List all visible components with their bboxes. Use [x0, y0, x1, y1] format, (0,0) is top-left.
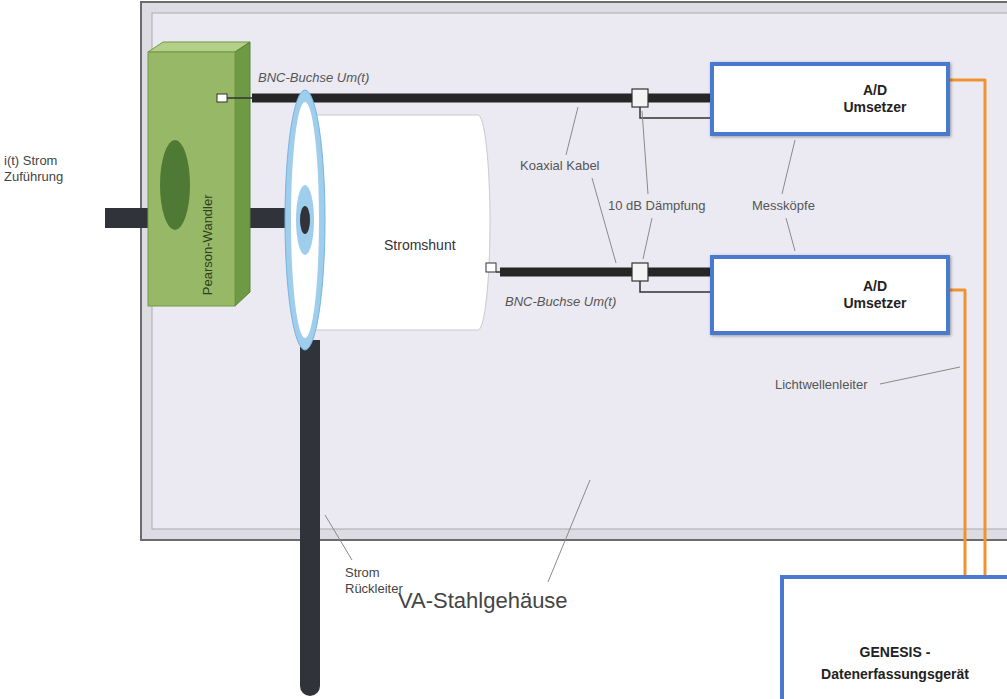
connector-label: BNC-Buchse Um(t)	[505, 294, 616, 310]
conductor-end	[300, 206, 310, 234]
transformer-side	[235, 42, 250, 306]
leader-line	[786, 218, 795, 251]
box-label: GENESIS - Datenerfassungsgerät	[810, 641, 980, 685]
return-conductor-end	[300, 676, 320, 696]
bnc-socket	[217, 94, 227, 102]
attenuator	[632, 89, 648, 107]
shunt-ring	[285, 90, 325, 350]
shunt-ring	[291, 102, 319, 338]
current-shunt: Stromshunt	[282, 75, 500, 365]
box-label: A/D Umsetzer	[835, 278, 915, 312]
leader-line	[643, 218, 652, 259]
probe-label: Messköpfe	[752, 198, 815, 214]
connector-label: BNC-Buchse Um(t)	[258, 70, 369, 86]
shunt-body	[282, 75, 500, 365]
transformer-hole	[160, 140, 190, 230]
pearson-transformer: Pearson-Wandler	[145, 42, 252, 308]
fiber-optic-cable	[950, 290, 965, 575]
attenuator-wire	[640, 281, 710, 292]
shunt-cylinder	[305, 115, 490, 330]
transformer-body	[145, 42, 252, 308]
attenuator-wire	[640, 107, 710, 118]
bnc-wire	[227, 97, 252, 99]
cable-label: Koaxial Kabel	[520, 158, 600, 174]
part-label: Pearson-Wandler	[199, 194, 215, 295]
leader-line	[642, 111, 648, 194]
housing-outer-wall	[141, 2, 1007, 540]
conductor-label: Strom Rückleiter	[345, 565, 415, 596]
box-label: A/D Umsetzer	[835, 82, 915, 116]
converter-box: A/D Umsetzer	[710, 62, 950, 136]
fiber-optic-cable	[950, 80, 985, 575]
leader-line	[592, 178, 616, 263]
leader-line	[566, 107, 578, 155]
coax-cable	[500, 268, 710, 277]
leader-line	[880, 367, 960, 384]
transformer-top	[148, 42, 250, 52]
shunt-ring	[296, 185, 314, 255]
attenuator-label: 10 dB Dämpfung	[608, 198, 706, 214]
bnc-wire	[496, 271, 500, 273]
data-acquisition-box: GENESIS - Datenerfassungsgerät	[780, 575, 1007, 699]
attenuator	[632, 263, 648, 281]
housing-label: VA-Stahlgehäuse	[398, 588, 568, 614]
housing-inner-wall	[152, 13, 1007, 529]
fiber-label: Lichtwellenleiter	[775, 377, 868, 393]
converter-box: A/D Umsetzer	[710, 255, 950, 335]
leader-line	[548, 480, 590, 582]
terminal-label: i(t) Strom Zuführung	[4, 153, 84, 184]
leader-line	[325, 515, 352, 560]
leader-line	[782, 140, 795, 194]
bnc-socket	[486, 263, 496, 272]
return-conductor	[300, 340, 320, 686]
transformer-front	[148, 52, 235, 306]
part-label: Stromshunt	[384, 237, 456, 254]
